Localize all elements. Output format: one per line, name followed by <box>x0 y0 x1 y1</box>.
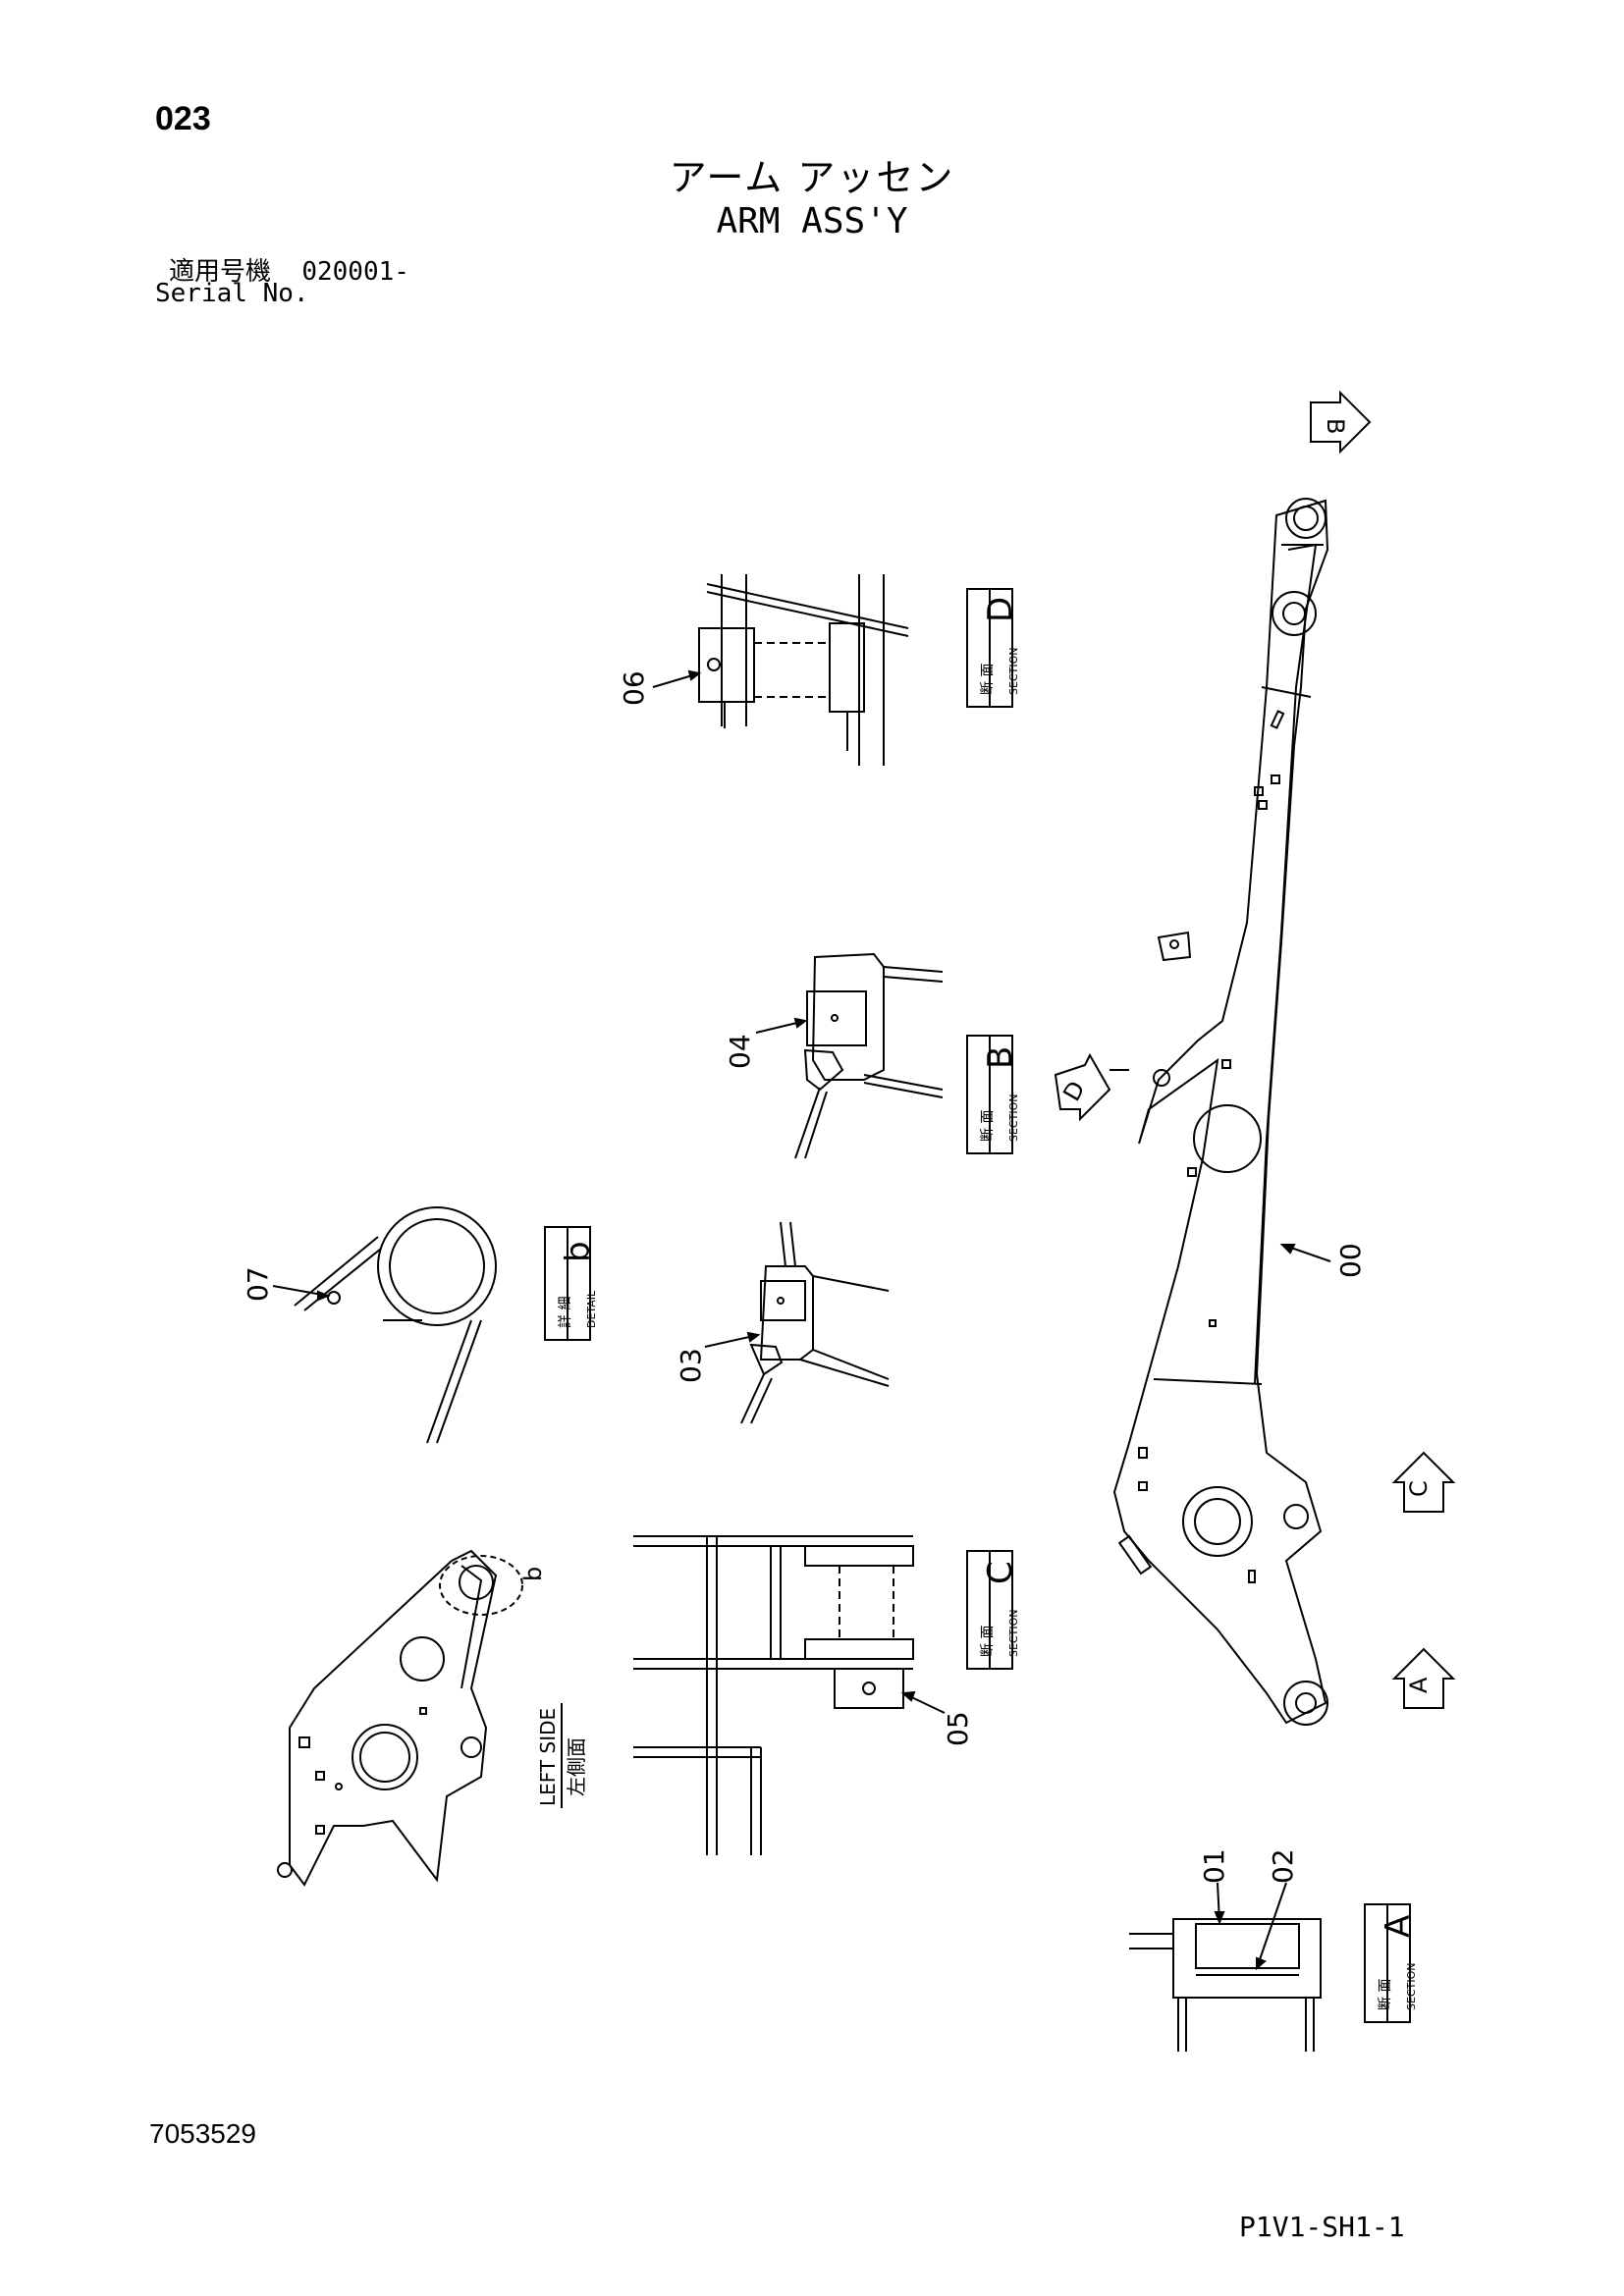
serial-value: 020001- <box>301 257 409 287</box>
label-section-a: A 断 面 SECTION <box>1364 1903 1418 2023</box>
section-c-jp: 断 面 <box>980 1626 996 1657</box>
section-d-letter: D <box>981 597 1020 622</box>
section-b-jp: 断 面 <box>980 1110 996 1142</box>
arm-mark-1 <box>1270 710 1285 729</box>
arm-inner-edge <box>1254 543 1318 1385</box>
detail-b-marker: b <box>519 1567 547 1581</box>
callout-03: 03 <box>675 1348 707 1383</box>
leader-00 <box>1287 1246 1331 1262</box>
arm-mark-5 <box>1221 1059 1231 1069</box>
arm-mark-6 <box>1187 1167 1197 1177</box>
section-a-jp: 断 面 <box>1378 1979 1393 2010</box>
section-arrow-c: C <box>1391 1451 1456 1513</box>
arm-mark-2 <box>1271 774 1280 784</box>
arm-side-small <box>1153 1069 1170 1087</box>
arm-mark-8 <box>1138 1447 1148 1459</box>
section-a-en: SECTION <box>1405 1963 1418 2010</box>
drawing-number: 7053529 <box>149 2118 257 2149</box>
serial-label-en: Serial No. <box>155 279 309 308</box>
serial-label-jp-text: 適用号機 <box>169 257 272 287</box>
section-a-view <box>1129 1882 1322 2052</box>
arm-lower-boss-inner <box>1194 1498 1241 1545</box>
arm-lower-plate <box>1117 1534 1153 1575</box>
arm-upper-boss-inner <box>1282 602 1306 625</box>
page-number: 023 <box>155 100 211 137</box>
callout-04: 04 <box>724 1034 756 1069</box>
leader-02 <box>1256 1882 1287 1969</box>
section-d-jp: 断 面 <box>980 664 996 695</box>
arm-outline <box>1112 499 1329 1725</box>
leader-00-arrow <box>1279 1244 1296 1255</box>
arm-mark-7 <box>1209 1319 1217 1327</box>
title-english: ARM ASS'Y <box>716 201 908 241</box>
left-side-en: LEFT SIDE <box>536 1708 560 1806</box>
label-section-c: C 断 面 SECTION <box>966 1550 1020 1670</box>
section-b-view <box>755 952 944 1159</box>
section-c-en: SECTION <box>1007 1610 1020 1657</box>
detail-b-view <box>272 1206 497 1444</box>
arm-side-boss <box>1193 1104 1262 1173</box>
label-section-b: B 断 面 SECTION <box>966 1035 1020 1154</box>
detail-b-en: DETAIL <box>585 1290 598 1328</box>
section-c-letter: C <box>981 1561 1020 1584</box>
arm-bracket-hole <box>1169 939 1179 949</box>
main-arm <box>1112 498 1331 1726</box>
arm-lower-boss <box>1182 1486 1253 1557</box>
label-left-side: LEFT SIDE 左側面 <box>536 1703 588 1808</box>
marker-b-top: B <box>1322 418 1349 434</box>
marker-a: A <box>1405 1677 1433 1693</box>
left-side-jp: 左側面 <box>565 1737 588 1796</box>
marker-d: D <box>1057 1077 1090 1106</box>
arm-cross-line-2 <box>1153 1378 1263 1385</box>
arm-mark-3 <box>1254 786 1264 796</box>
left-side-view <box>277 1549 523 1887</box>
section-d-en: SECTION <box>1007 648 1020 695</box>
callout-02: 02 <box>1267 1848 1299 1884</box>
section-arrow-b: B <box>1310 390 1372 454</box>
arm-mark-9 <box>1138 1481 1148 1491</box>
arm-bracket <box>1157 931 1192 962</box>
callout-00: 00 <box>1334 1243 1367 1278</box>
serial-label-jp: 適用号機 020001- <box>169 251 409 288</box>
arm-tip-pin-inner <box>1293 506 1319 531</box>
arm-lower-mark <box>1248 1570 1256 1583</box>
callout-01: 01 <box>1198 1848 1230 1884</box>
callout-06: 06 <box>618 670 650 706</box>
detail-b-letter: b <box>559 1241 598 1262</box>
section-b-en: SECTION <box>1007 1095 1020 1142</box>
section-arrow-a: A <box>1391 1647 1456 1709</box>
section-c-view <box>633 1535 946 1855</box>
label-detail-b: b 詳 細 DETAIL <box>544 1226 598 1341</box>
detail-b-jp: 詳 細 <box>558 1297 573 1328</box>
arm-upper-boss <box>1272 591 1317 636</box>
arm-cross-line-1 <box>1261 686 1312 698</box>
section-d-view <box>652 574 909 766</box>
title-japanese: アーム アッセン <box>669 156 955 199</box>
label-section-d: D 断 面 SECTION <box>966 588 1020 708</box>
sheet-code: P1V1-SH1-1 <box>1239 2211 1405 2243</box>
callout-07: 07 <box>242 1266 274 1302</box>
section-arrow-d: D <box>1054 1052 1129 1122</box>
arm-bottom-pin-inner <box>1295 1692 1317 1714</box>
marker-c: C <box>1405 1480 1433 1497</box>
arm-tip-pin <box>1285 498 1326 539</box>
section-b-letter: B <box>981 1046 1020 1069</box>
arm-lower-right-pin <box>1283 1504 1309 1529</box>
callout-05: 05 <box>942 1711 974 1746</box>
section-a-letter: A <box>1379 1915 1418 1938</box>
arm-mark-4 <box>1258 800 1268 810</box>
arm-bottom-pin <box>1283 1681 1328 1726</box>
section-03-view <box>704 1221 890 1424</box>
